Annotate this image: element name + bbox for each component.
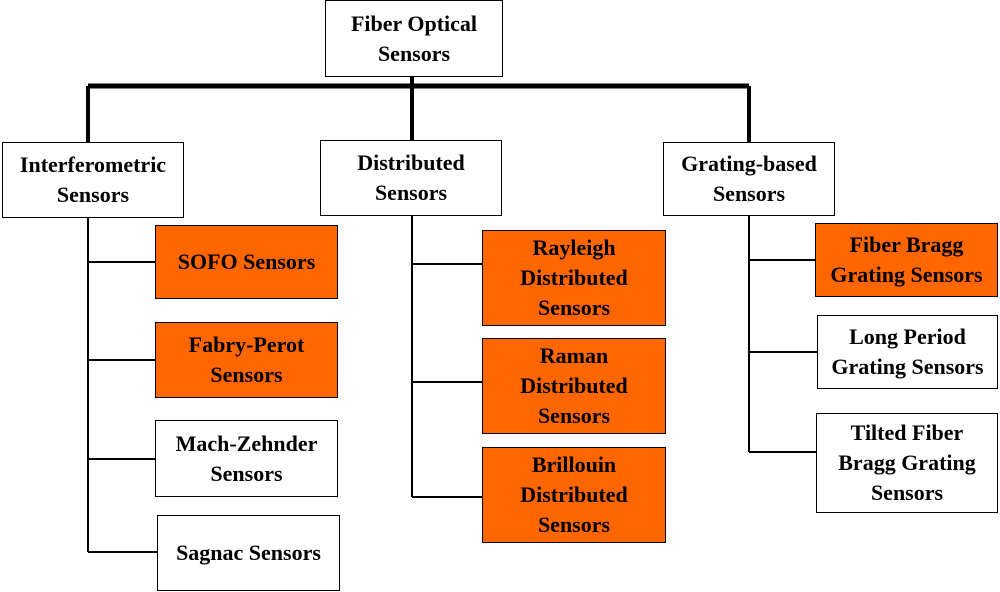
sofo-sensors-label: SOFO Sensors (177, 249, 316, 274)
node-category-grating: Grating-based Sensors (663, 142, 835, 216)
fabry-perot-sensors-label: Fabry-Perot Sensors (188, 332, 305, 387)
mach-zehnder-sensors-label: Mach-Zehnder Sensors (175, 430, 318, 486)
node-sofo-sensors: SOFO Sensors (155, 225, 338, 299)
node-sagnac-sensors: Sagnac Sensors (157, 515, 340, 591)
node-fiber-bragg-grating-sensors: Fiber Bragg Grating Sensors (815, 223, 998, 297)
node-raman-distributed-sensors: Raman Distributed Sensors (482, 338, 666, 434)
node-tilted-fiber-bragg-grating-sensors: Tilted Fiber Bragg Grating Sensors (816, 413, 998, 513)
tilted-fiber-bragg-grating-sensors-label: Tilted Fiber Bragg Grating Sensors (838, 420, 976, 505)
node-category-interferometric: Interferometric Sensors (2, 142, 184, 218)
sagnac-sensors-label: Sagnac Sensors (176, 540, 321, 565)
long-period-grating-sensors-label: Long Period Grating Sensors (831, 324, 984, 379)
node-mach-zehnder-sensors: Mach-Zehnder Sensors (155, 420, 338, 497)
category-grating-label: Grating-based Sensors (681, 151, 817, 206)
node-category-distributed: Distributed Sensors (320, 140, 502, 216)
node-rayleigh-distributed-sensors: Rayleigh Distributed Sensors (482, 230, 666, 326)
node-brillouin-distributed-sensors: Brillouin Distributed Sensors (482, 447, 666, 543)
node-long-period-grating-sensors: Long Period Grating Sensors (817, 315, 998, 389)
category-distributed-label: Distributed Sensors (357, 150, 465, 205)
raman-distributed-sensors-label: Raman Distributed Sensors (520, 343, 628, 428)
category-interferometric-label: Interferometric Sensors (19, 152, 167, 207)
node-fabry-perot-sensors: Fabry-Perot Sensors (155, 322, 338, 398)
fiber-bragg-grating-sensors-label: Fiber Bragg Grating Sensors (830, 232, 983, 287)
node-root: Fiber Optical Sensors (325, 0, 503, 77)
brillouin-distributed-sensors-label: Brillouin Distributed Sensors (520, 452, 628, 537)
node-root-label: Fiber Optical Sensors (350, 10, 478, 66)
rayleigh-distributed-sensors-label: Rayleigh Distributed Sensors (520, 235, 628, 320)
